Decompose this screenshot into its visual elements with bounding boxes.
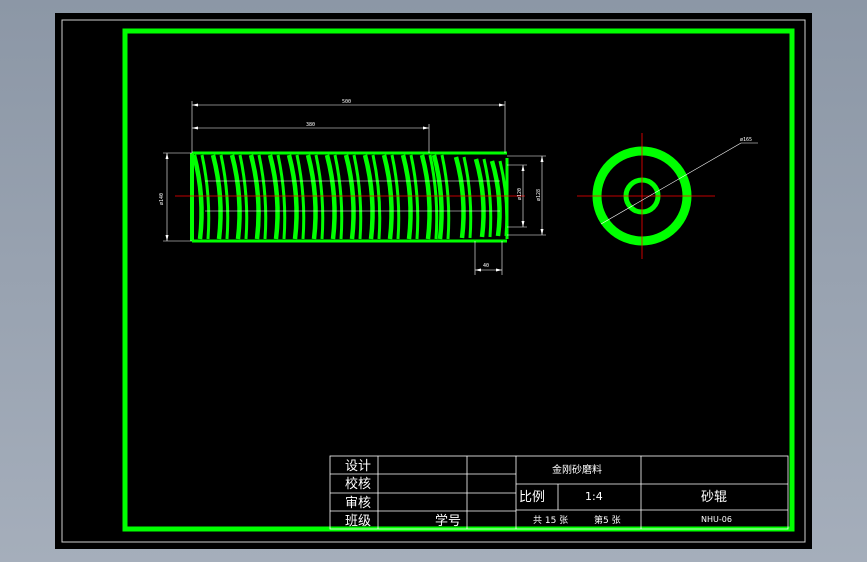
thread-ridge-back (295, 154, 306, 240)
thread-ridge-back (371, 154, 382, 240)
material-label: 金刚砂磨料 (552, 463, 602, 476)
thread-ridge-back (257, 154, 268, 240)
thread-ridge (343, 154, 356, 240)
thread-ridge-back (200, 154, 211, 240)
scale-value: 1:4 (585, 490, 603, 503)
thread-ridge-back (390, 154, 401, 240)
thread-ridge (267, 154, 280, 240)
thread-ridge (248, 154, 261, 240)
thread-ridge (324, 154, 337, 240)
checker-label: 校核 (345, 476, 371, 492)
overall-length-label: 500 (342, 99, 351, 105)
part-name: 砂辊 (701, 490, 727, 505)
thread-ridge-back (352, 154, 363, 240)
cad-viewport[interactable]: 500 380 ø140 ø120 ø128 40 ø165 设计 校核 审核 … (55, 13, 812, 549)
thread-ridge (473, 158, 486, 238)
sheet-number: 第5 张 (594, 514, 621, 526)
thread-ridge (229, 154, 242, 240)
drawing-canvas: 500 380 ø140 ø120 ø128 40 ø165 设计 校核 审核 … (61, 19, 806, 543)
thread-ridge (191, 154, 204, 240)
thread-ridge (400, 154, 413, 240)
sheet-total: 共 15 张 (533, 515, 568, 526)
end-length-label: 40 (483, 263, 489, 269)
dimension-lines (163, 101, 546, 275)
title-block-text: 设计 校核 审核 班级 学号 金刚砂磨料 比例 1:4 砂辊 共 15 张 第5… (345, 459, 732, 529)
thread-ridge-back (276, 154, 287, 240)
thread-ridge (286, 154, 299, 240)
roller-front-view (175, 151, 525, 243)
drawing-frame (122, 28, 795, 532)
thread-ridge-back (482, 158, 493, 238)
end-view-diameter-label: ø165 (740, 137, 752, 143)
thread-ridge (210, 154, 223, 240)
right-diameter-2-label: ø128 (536, 189, 542, 201)
drawing-number: NHU-06 (701, 515, 732, 524)
thread-ridge-back (333, 154, 344, 240)
title-block (329, 455, 789, 530)
thread-ridge (431, 154, 444, 240)
thread-ridge-back (219, 154, 230, 240)
thread-ridge (381, 154, 394, 240)
thread-ridge (453, 156, 466, 239)
left-diameter-label: ø140 (159, 193, 165, 205)
thread-ridge-back (314, 154, 325, 240)
thread-ridge (362, 154, 375, 240)
thread-ridge-back (238, 154, 249, 240)
thread-ridge-back (428, 154, 439, 240)
designer-label: 设计 (345, 459, 371, 474)
student-id-label: 学号 (435, 513, 461, 529)
reviewer-label: 审核 (345, 496, 371, 511)
thread-ridge-back (462, 156, 473, 239)
scale-label: 比例 (519, 490, 545, 505)
thread-ridge-back (409, 154, 420, 240)
thread-length-label: 380 (306, 122, 315, 128)
dimension-arrows (165, 103, 544, 272)
roller-end-view (577, 133, 758, 259)
thread-ridge (489, 160, 502, 237)
thread-ridge-back (440, 154, 451, 240)
thread-ridge (419, 154, 432, 240)
sheet-border (61, 19, 806, 543)
class-label: 班级 (345, 514, 371, 529)
right-diameter-1-label: ø120 (517, 188, 523, 200)
thread-ridge (305, 154, 318, 240)
